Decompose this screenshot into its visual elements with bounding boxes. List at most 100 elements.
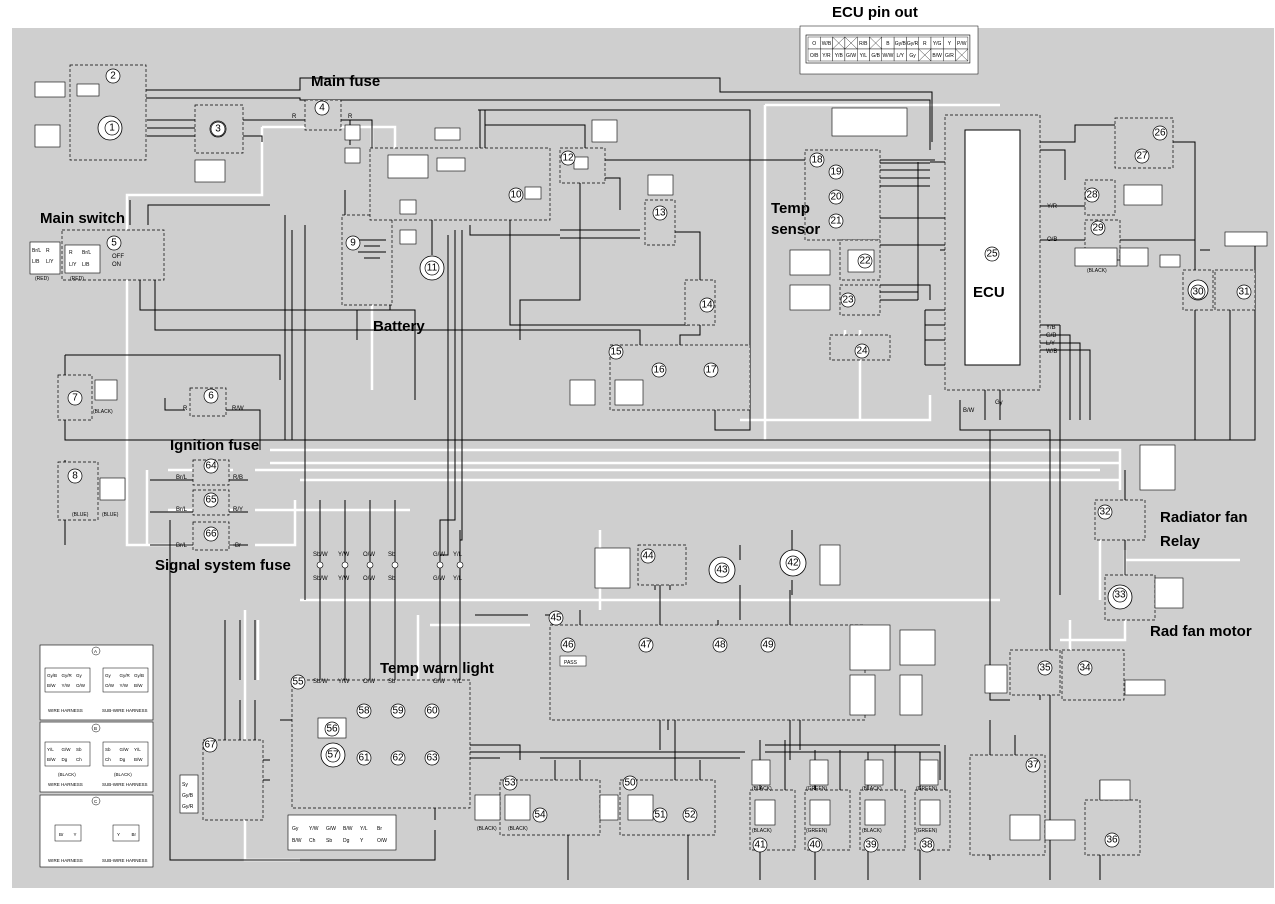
component-number-11: 11 xyxy=(424,260,440,276)
component-box-battery xyxy=(341,214,393,306)
svg-text:26: 26 xyxy=(1154,128,1166,139)
svg-text:35: 35 xyxy=(1039,663,1051,674)
ecu-label: ECU xyxy=(973,284,1005,301)
svg-text:44: 44 xyxy=(642,551,654,562)
callout-main-fuse: Main fuse xyxy=(311,73,380,90)
main-switch-pin-label: L/B xyxy=(82,262,90,268)
bottom-connector-pin-label: Sb xyxy=(326,838,332,844)
bottom-connector-pin-label: Dg xyxy=(343,838,350,844)
svg-text:17: 17 xyxy=(705,365,717,376)
legend-cell-label: Y/W xyxy=(62,683,71,688)
component-number-43: 43 xyxy=(714,562,730,578)
component-number-45: 45 xyxy=(548,610,564,626)
ecu-right-label-3: L/Y xyxy=(1046,341,1055,347)
component-number-54: 54 xyxy=(532,807,548,823)
callout-rad-fan-motor: Rad fan motor xyxy=(1150,623,1252,640)
legend-cell-label: Sb xyxy=(76,747,82,752)
legend-cell-label: Y/W xyxy=(120,683,129,688)
svg-text:62: 62 xyxy=(392,753,404,764)
fuse-row-labels: Br/L R/B Br/L R/Y Br/L Br R R/W R R xyxy=(176,114,353,549)
component-number-8: 8 xyxy=(67,468,83,484)
legend-c-harness: WIRE HARNESS xyxy=(48,858,83,863)
svg-text:11: 11 xyxy=(427,263,438,274)
callout-radiator-fan-2: Relay xyxy=(1160,533,1201,550)
bottom-connector-pin-label: O/W xyxy=(377,838,387,844)
svg-text:67: 67 xyxy=(204,740,216,751)
svg-text:61: 61 xyxy=(358,753,370,764)
component-number-22: 22 xyxy=(857,253,873,269)
svg-text:28: 28 xyxy=(1086,190,1098,201)
bottom-connector-pin-label: Y/L xyxy=(360,826,368,832)
bottom-connector-pin-label: Br xyxy=(377,826,382,832)
ecu-pin-label: W/W xyxy=(883,53,894,59)
note-blue-8b: (BLUE) xyxy=(102,512,119,518)
gauge-67-pin-label: Sy xyxy=(182,782,188,788)
svg-text:14: 14 xyxy=(701,300,713,311)
component-number-59: 59 xyxy=(390,703,406,719)
main-switch-note-1: (RED) xyxy=(35,276,49,282)
component-number-14: 14 xyxy=(699,297,715,313)
ecu-pin-label: W/B xyxy=(822,41,832,47)
ecu-pin-label: Y/B xyxy=(835,53,844,59)
component-number-60: 60 xyxy=(424,703,440,719)
svg-text:43: 43 xyxy=(716,565,728,576)
fuse-64-in: Br/L xyxy=(176,475,188,481)
legend-cell-label: Ch xyxy=(76,757,82,762)
ecu-bottom-label-2: Gy xyxy=(995,400,1003,406)
component-number-26: 26 xyxy=(1152,125,1168,141)
svg-text:38: 38 xyxy=(921,840,933,851)
component-number-55: 55 xyxy=(290,674,306,690)
svg-text:56: 56 xyxy=(326,724,338,735)
svg-text:3: 3 xyxy=(215,124,221,135)
component-number-52: 52 xyxy=(682,807,698,823)
svg-text:4: 4 xyxy=(319,103,325,114)
vertical-wire-label: Sb xyxy=(388,679,396,685)
main-switch-note-2: (RED) xyxy=(70,276,84,282)
component-number-42: 42 xyxy=(785,555,801,571)
component-number-21: 21 xyxy=(828,213,844,229)
svg-text:57: 57 xyxy=(327,750,339,761)
legend-cell-label: G/W xyxy=(120,747,130,752)
legend-c-sub: SUB-WIRE HARNESS xyxy=(102,858,148,863)
component-number-12: 12 xyxy=(560,150,576,166)
component-number-65: 65 xyxy=(203,492,219,508)
vertical-wire-label: Sb/W xyxy=(313,552,328,558)
bottom-connector-pin-label: B/W xyxy=(343,826,353,832)
vertical-wire-label: Sb/W xyxy=(313,576,328,582)
callout-temp-sensor-2: sensor xyxy=(771,221,820,238)
ecu-pin-label: O xyxy=(812,41,816,47)
ecu-pin-label: Y/G xyxy=(933,41,942,47)
vertical-wire-label: Y/W xyxy=(338,552,350,558)
component-number-29: 29 xyxy=(1090,220,1106,236)
svg-text:18: 18 xyxy=(811,155,823,166)
fuse-65-out: R/Y xyxy=(233,507,243,513)
gauge-67-pin-label: Gy/B xyxy=(182,793,194,799)
bottom-connector-pin-label: G/W xyxy=(326,826,336,832)
component-box-55 xyxy=(291,679,471,809)
note-black-39b: (BLACK) xyxy=(862,828,882,834)
ecu-pin-label: Y xyxy=(948,41,952,47)
ecu-wire-labels: Y/B G/B L/Y W/B Y/R O/B B/W Gy xyxy=(963,204,1058,414)
component-number-38: 38 xyxy=(919,837,935,853)
component-number-51: 51 xyxy=(652,807,668,823)
vertical-wire-label: Y/L xyxy=(453,679,463,685)
ecu-pin-label: B xyxy=(886,41,890,47)
note-black-39a: (BLACK) xyxy=(862,786,882,792)
vertical-wire-label: O/W xyxy=(363,679,375,685)
main-switch-pin-label: R xyxy=(46,248,50,254)
ecu-pin-label: R/B xyxy=(859,41,868,47)
component-number-24: 24 xyxy=(854,343,870,359)
main-switch-pin-label: L/B xyxy=(32,259,40,265)
relay-10-icon xyxy=(524,186,542,200)
callout-temp-warn: Temp warn light xyxy=(380,660,494,677)
legend-cell-label: Gy/B xyxy=(134,673,144,678)
component-box-34 xyxy=(1061,649,1125,701)
component-number-44: 44 xyxy=(640,548,656,564)
legend-b-note-1: (BLACK) xyxy=(58,772,76,777)
battery-icon xyxy=(358,239,386,259)
svg-text:40: 40 xyxy=(809,840,821,851)
ecu-right-label-2: G/B xyxy=(1046,333,1056,339)
legend-b-sub: SUB-WIRE HARNESS xyxy=(102,782,148,787)
legend-cell-label: Gy xyxy=(76,673,83,678)
component-number-20: 20 xyxy=(828,189,844,205)
